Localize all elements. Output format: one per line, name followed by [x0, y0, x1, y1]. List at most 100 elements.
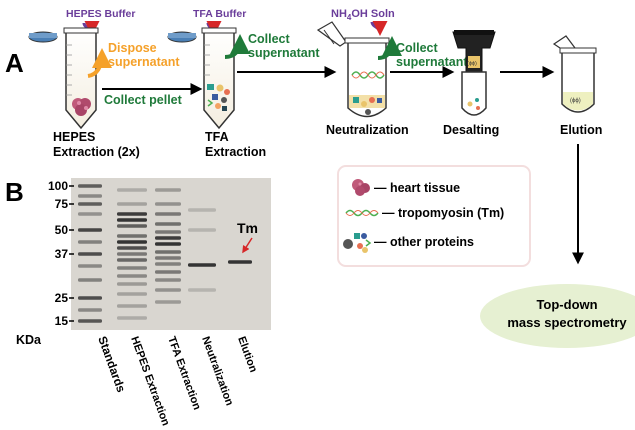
dispose-arrow-icon — [87, 48, 112, 78]
neutralization-tube-group: NH4OH Soln Neutralization — [316, 8, 409, 137]
gel-band — [78, 252, 102, 256]
gel-band — [155, 270, 181, 274]
dispose-label-1: Dispose — [108, 41, 157, 55]
tm-arrow-icon — [242, 237, 253, 254]
gel-band — [78, 228, 102, 232]
collect1-label-2: supernatant — [248, 46, 320, 60]
gel-band — [155, 222, 181, 226]
collect2-label-1: Collect — [396, 41, 439, 55]
gel-band — [117, 316, 147, 320]
elution-tube-text: (ϕϕ) — [570, 98, 581, 104]
gel-band — [117, 188, 147, 192]
hepes-buffer-label: HEPES Buffer — [66, 8, 135, 20]
gel-band — [117, 212, 147, 216]
elution-tube-group: (ϕϕ) Elution — [552, 35, 602, 137]
gel-band — [155, 262, 181, 266]
gel-band — [117, 292, 147, 296]
gel-image — [71, 178, 271, 330]
gel-band — [155, 236, 181, 240]
gel-band — [155, 278, 181, 282]
gel-band — [78, 194, 102, 198]
marker-labels: 100 75 50 37 25 15 — [48, 179, 68, 328]
tropomyosin-icon — [345, 209, 379, 217]
mass-spec-node: Top-down mass spectrometry — [480, 284, 635, 348]
heart-tissue-icon — [352, 179, 370, 196]
gel-band — [155, 230, 181, 234]
gel-band — [78, 264, 102, 268]
pipette-icon — [316, 21, 347, 47]
marker-label: 15 — [55, 314, 69, 328]
legend-box: — heart tissue — tropomyosin (Tm) — othe… — [337, 165, 531, 267]
hepes-tube-group: HEPES Buffer HEPES Extraction (2x) — [28, 8, 140, 159]
gel-band — [117, 240, 147, 244]
desalting-column-group: (ϕϕ) Desalting — [443, 30, 499, 137]
protein-mix-icon — [351, 71, 385, 115]
gel-band — [155, 188, 181, 192]
gel-band — [188, 288, 216, 292]
gel-band — [117, 258, 147, 262]
legend-heart-tissue: — heart tissue — [374, 181, 460, 195]
neutralization-label: Neutralization — [326, 123, 409, 137]
gel-band — [117, 234, 147, 238]
mass-spec-label-1: Top-down — [536, 297, 597, 312]
gel-band — [188, 228, 216, 232]
lane-label-tfa: TFA Extraction — [165, 335, 203, 412]
marker-label: 50 — [55, 223, 69, 237]
kda-unit-label: KDa — [16, 333, 42, 347]
hepes-step-label-2: Extraction (2x) — [53, 145, 140, 159]
gel-band — [117, 224, 147, 228]
gel-band — [78, 278, 102, 282]
tfa-step-label-2: Extraction — [205, 145, 266, 159]
marker-label: 75 — [55, 197, 69, 211]
lane-label-neutralization: Neutralization — [199, 335, 235, 408]
gel-band — [155, 202, 181, 206]
marker-label: 100 — [48, 179, 68, 193]
gel-band — [117, 282, 147, 286]
tfa-tube-group: TFA Buffer TFA Extraction — [167, 8, 266, 159]
gel-band — [188, 208, 216, 212]
tfa-buffer-label: TFA Buffer — [193, 8, 246, 20]
collect2-label-2: supernatant — [396, 55, 468, 69]
elution-label: Elution — [560, 123, 602, 137]
gel-band — [155, 300, 181, 304]
collect-pellet-label: Collect pellet — [104, 93, 183, 107]
marker-label: 25 — [55, 291, 69, 305]
gel-band — [117, 246, 147, 250]
gel-band — [78, 296, 102, 300]
mass-spec-label-2: mass spectrometry — [507, 315, 627, 330]
gel-band — [155, 288, 181, 292]
dispose-label-2: supernatant — [108, 55, 180, 69]
gel-band — [117, 274, 147, 278]
other-proteins-icon — [343, 233, 372, 253]
lane-labels: Standards HEPES Extraction TFA Extractio… — [95, 334, 259, 428]
gel-band — [78, 202, 102, 206]
lane-label-elution: Elution — [235, 335, 259, 374]
gel-band — [155, 212, 181, 216]
gel-band — [117, 252, 147, 256]
gel-band — [155, 256, 181, 260]
gel-band — [117, 202, 147, 206]
pipette-arrow-icon — [370, 20, 388, 36]
gel-band — [117, 218, 147, 222]
desalting-tube-text: (ϕϕ) — [467, 61, 477, 67]
lane-label-hepes: HEPES Extraction — [128, 335, 172, 428]
panel-label-a: A — [5, 48, 24, 78]
tfa-step-label-1: TFA — [205, 130, 229, 144]
gel-band — [78, 308, 102, 312]
lane-label-standards: Standards — [95, 334, 128, 394]
desalting-label: Desalting — [443, 123, 499, 137]
gel-band — [78, 212, 102, 216]
gel-band — [228, 260, 252, 264]
collect-arrow-icon — [224, 34, 250, 59]
gel-band — [155, 250, 181, 254]
gel-band — [188, 263, 216, 267]
heart-tissue-icon — [72, 98, 91, 116]
gel-band — [78, 240, 102, 244]
nh4oh-label: NH4OH Soln — [331, 8, 395, 22]
legend-tropomyosin: — tropomyosin (Tm) — [382, 206, 504, 220]
collect1-label-1: Collect — [248, 32, 291, 46]
collect-arrow-icon — [377, 36, 402, 60]
protein-mix-icon — [207, 84, 230, 111]
gel-band — [117, 266, 147, 270]
